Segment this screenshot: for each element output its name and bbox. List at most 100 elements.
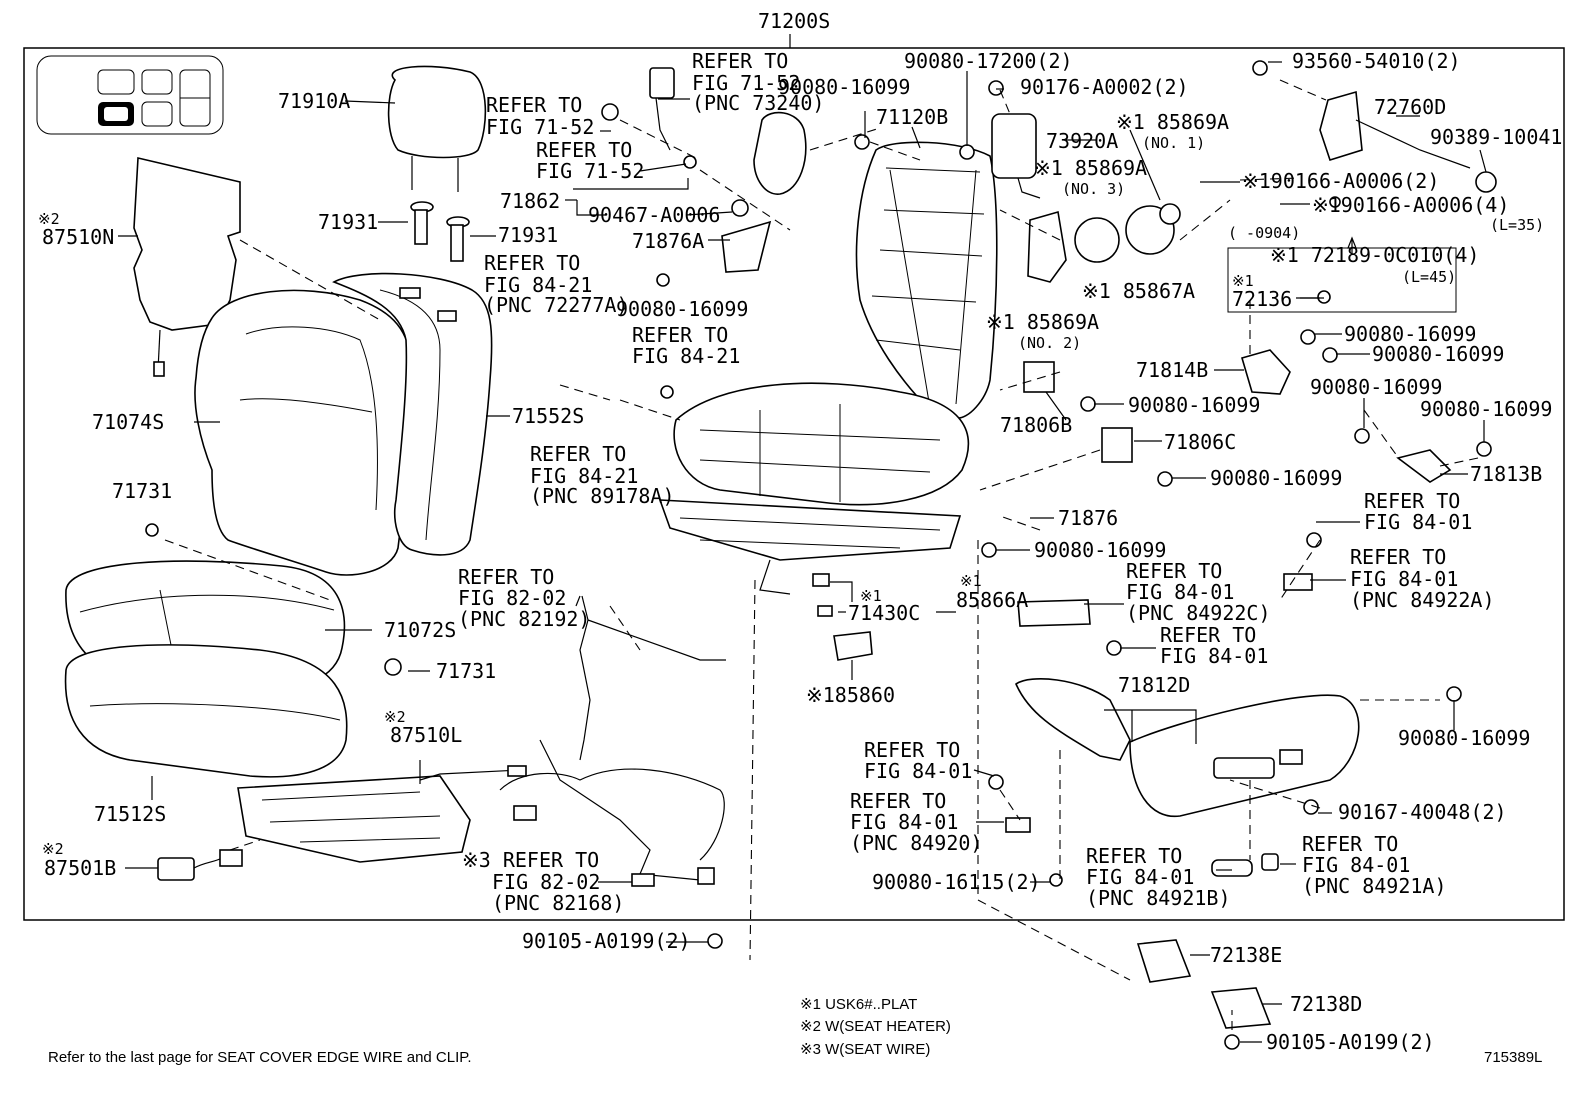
part-label-90080-16099: 90080-16099 <box>1372 342 1504 366</box>
part-label-90080-16099: 90080-16099 <box>1420 397 1552 421</box>
part-label-71806C: 71806C <box>1164 430 1236 454</box>
part-label-no1: (NO. 1) <box>1142 134 1205 152</box>
part-label-mark: ※2 <box>38 210 60 228</box>
part-label-71430C: 71430C <box>848 601 920 625</box>
legend-item: ※2 W(SEAT HEATER) <box>800 1018 951 1035</box>
refer-label: REFER TO <box>1126 559 1222 583</box>
part-label-71552S: 71552S <box>512 404 584 428</box>
part-label-no3: (NO. 3) <box>1062 180 1125 198</box>
part-label-190166-A0006: ※190166-A0006(2) <box>1242 169 1439 193</box>
refer-label: FIG 84-01 <box>864 759 972 783</box>
part-label-87510N: 87510N <box>42 225 114 249</box>
refer-label: (PNC 84920) <box>850 831 982 855</box>
outer-shield-shape <box>1015 678 1360 818</box>
leader-lines <box>118 61 1487 1043</box>
refer-label: FIG 84-21 <box>632 344 740 368</box>
part-label-72136: 72136 <box>1232 287 1292 311</box>
part-label-93560-54010: 93560-54010(2) <box>1292 49 1461 73</box>
refer-label: FIG 84-01 <box>1160 644 1268 668</box>
part-label-72138D: 72138D <box>1290 992 1362 1016</box>
part-labels: 71910A REFER TO FIG 71-52 REFER TO FIG 7… <box>38 49 1562 1054</box>
refer-label: REFER TO <box>1160 623 1256 647</box>
refer-label: FIG 82-02 <box>492 870 600 894</box>
refer-label: (PNC 82168) <box>492 891 624 915</box>
part-label-no2: (NO. 2) <box>1018 334 1081 352</box>
part-label-85867A: ※1 85867A <box>1082 279 1195 303</box>
refer-label: FIG 84-21 <box>484 273 592 297</box>
part-label-185860: ※185860 <box>806 683 895 707</box>
part-label-mark: ※2 <box>42 840 64 858</box>
part-label-90167-40048: 90167-40048(2) <box>1338 800 1507 824</box>
part-label-90080-16099: 90080-16099 <box>1344 322 1476 346</box>
part-label-71876A: 71876A <box>632 229 704 253</box>
refer-label: REFER TO <box>692 49 788 73</box>
side-bracket-shape <box>1017 361 1133 627</box>
part-label-mark: ※1 <box>1232 272 1254 290</box>
part-label-85869A: ※1 85869A <box>986 310 1099 334</box>
part-label-71813B: 71813B <box>1470 462 1542 486</box>
refer-label: FIG 71-52 <box>486 115 594 139</box>
part-label-71862: 71862 <box>500 189 560 213</box>
diagram-frame <box>23 47 1565 921</box>
legend-item: ※3 W(SEAT WIRE) <box>800 1041 930 1058</box>
seat-position-icon <box>36 55 224 135</box>
part-label-190166-A0006: ※190166-A0006(4) <box>1312 193 1509 217</box>
part-label-range: ( -0904) <box>1228 224 1300 242</box>
part-label-71731: 71731 <box>112 479 172 503</box>
part-label-71910A: 71910A <box>278 89 350 113</box>
refer-label: ※3 REFER TO <box>462 848 599 872</box>
seat-switch-shape <box>812 573 873 661</box>
refer-label: REFER TO <box>484 251 580 275</box>
hinge-cover-shape <box>1241 349 1452 483</box>
refer-label: FIG 84-01 <box>1350 567 1458 591</box>
seatback-pad-shape <box>332 272 493 556</box>
part-label-72760D: 72760D <box>1374 95 1446 119</box>
part-label-90176-A0002: 90176-A0002(2) <box>1020 75 1189 99</box>
refer-label: REFER TO <box>1086 844 1182 868</box>
part-label-L35: (L=35) <box>1490 216 1544 234</box>
part-label-71931: 71931 <box>318 210 378 234</box>
refer-label: FIG 71-52 <box>692 71 800 95</box>
refer-label: (PNC 84921B) <box>1086 886 1231 910</box>
part-label-72189-0C010: ※1 72189-0C010(4) <box>1270 243 1479 267</box>
cushion-pad-shape <box>64 644 348 778</box>
refer-label: (PNC 72277A) <box>484 293 629 317</box>
refer-label: FIG 84-01 <box>1302 853 1410 877</box>
seatback-bracket-shape <box>721 111 807 273</box>
refer-label: (PNC 84921A) <box>1302 874 1447 898</box>
seatback-cover-shape <box>194 289 413 576</box>
refer-label: FIG 82-02 <box>458 586 566 610</box>
seat-frame-shape <box>658 141 998 595</box>
refer-label: REFER TO <box>1350 545 1446 569</box>
dashed-guides <box>164 79 1479 1030</box>
refer-label: REFER TO <box>458 565 554 589</box>
part-label-90105-A0199: 90105-A0199(2) <box>522 929 691 953</box>
part-label-mark: ※2 <box>384 708 406 726</box>
refer-label: (PNC 89178A) <box>530 484 675 508</box>
bolt-icon <box>145 60 1492 1050</box>
part-label-90080-16099: 90080-16099 <box>1310 375 1442 399</box>
part-label-90080-16099: 90080-16099 <box>1034 538 1166 562</box>
part-label-71072S: 71072S <box>384 618 456 642</box>
part-label-90080-17200: 90080-17200(2) <box>904 49 1073 73</box>
refer-label: FIG 84-01 <box>1364 510 1472 534</box>
refer-label: FIG 84-01 <box>850 810 958 834</box>
refer-label: REFER TO <box>1302 832 1398 856</box>
part-label-73920A: 73920A <box>1046 129 1118 153</box>
lower-brackets-shape <box>1136 939 1272 1029</box>
refer-label: (PNC 73240) <box>692 91 824 115</box>
part-label-71120B: 71120B <box>876 105 948 129</box>
refer-label: FIG 84-21 <box>530 464 638 488</box>
refer-label: (PNC 84922A) <box>1350 588 1495 612</box>
part-label-85869A: ※1 85869A <box>1116 110 1229 134</box>
switch-knob-shape <box>1005 573 1313 877</box>
refer-label: REFER TO <box>864 738 960 762</box>
assembly-number: 71200S <box>758 9 830 33</box>
harness-shape <box>499 595 726 887</box>
lumbar-motor-shape <box>1027 203 1181 283</box>
refer-label: (PNC 82192) <box>458 607 590 631</box>
part-label-71931: 71931 <box>498 223 558 247</box>
refer-label: REFER TO <box>536 138 632 162</box>
refer-label: REFER TO <box>632 323 728 347</box>
